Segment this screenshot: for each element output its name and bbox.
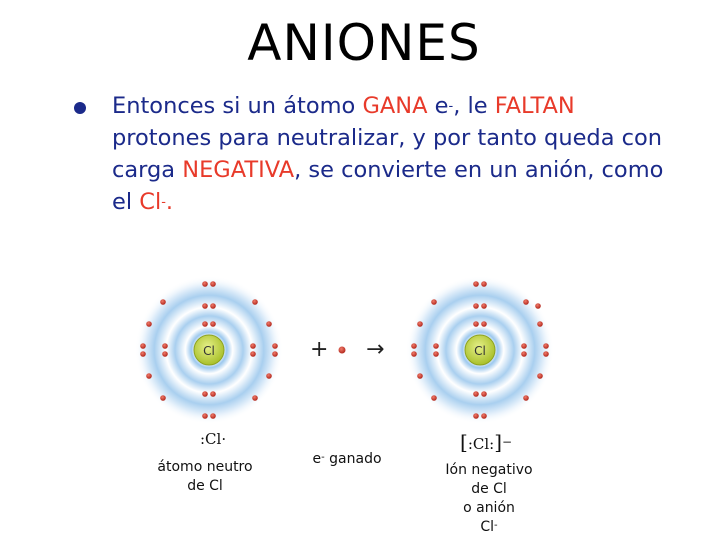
electron bbox=[543, 351, 549, 357]
electron bbox=[160, 299, 166, 305]
electron bbox=[473, 303, 479, 309]
neutral-atom-caption: átomo neutro de Cl bbox=[157, 459, 253, 494]
text-segment: , se convierte en un anión, como el bbox=[112, 157, 664, 215]
electron bbox=[140, 351, 146, 357]
electron bbox=[481, 303, 487, 309]
electron bbox=[521, 343, 527, 349]
electron bbox=[481, 321, 487, 327]
electron bbox=[537, 373, 543, 379]
electron bbox=[252, 299, 258, 305]
electron bbox=[431, 395, 437, 401]
highlight-faltan: FALTAN bbox=[494, 93, 575, 119]
electron bbox=[252, 395, 258, 401]
electron bbox=[202, 413, 208, 419]
text-segment: e bbox=[427, 93, 449, 119]
electron bbox=[210, 391, 216, 397]
bullet-text: Entonces si un átomo GANA e-, le FALTAN … bbox=[112, 90, 672, 218]
electron bbox=[411, 351, 417, 357]
bullet-point bbox=[74, 102, 86, 114]
electron bbox=[523, 299, 529, 305]
charge-sign: − bbox=[502, 435, 513, 449]
electron bbox=[162, 351, 168, 357]
text-segment: , le bbox=[453, 93, 495, 119]
gained-electron-caption: e- ganado bbox=[312, 451, 382, 467]
nucleus bbox=[193, 334, 225, 366]
reaction-arrow: → bbox=[366, 337, 384, 362]
chloride-ion: Cl bbox=[406, 276, 554, 424]
electron bbox=[431, 299, 437, 305]
electron bbox=[535, 303, 541, 309]
lewis-symbol: :Cl: bbox=[467, 435, 495, 453]
right-lewis-structure: [:Cl:]− bbox=[460, 430, 513, 454]
text-period: . bbox=[165, 189, 174, 215]
electron bbox=[210, 413, 216, 419]
nucleus-symbol: Cl bbox=[203, 344, 215, 358]
electron bbox=[523, 395, 529, 401]
electron bbox=[202, 303, 208, 309]
electron bbox=[202, 391, 208, 397]
electron bbox=[266, 321, 272, 327]
electron bbox=[266, 373, 272, 379]
electron bbox=[202, 281, 208, 287]
text-segment: protones para neutralizar, y por tanto q… bbox=[112, 125, 663, 183]
electron bbox=[210, 303, 216, 309]
electron bbox=[250, 343, 256, 349]
atom-illustration: Cl Cl + → bbox=[135, 276, 554, 424]
text-segment: Entonces si un átomo bbox=[112, 93, 363, 119]
electron bbox=[202, 321, 208, 327]
gained-electron bbox=[338, 346, 346, 354]
electron bbox=[543, 343, 549, 349]
ion-diagram: Cl Cl + → :Cl· [:Cl:]− bbox=[122, 264, 600, 464]
electron bbox=[417, 373, 423, 379]
electron bbox=[481, 281, 487, 287]
electron bbox=[272, 343, 278, 349]
anion-caption: Ión negativo de Cl o anión Cl- bbox=[445, 462, 533, 535]
electron bbox=[210, 281, 216, 287]
electron bbox=[417, 321, 423, 327]
nucleus-symbol: Cl bbox=[474, 344, 486, 358]
plus-sign: + bbox=[310, 337, 328, 362]
slide-title: ANIONES bbox=[247, 14, 481, 72]
electron bbox=[537, 321, 543, 327]
electron bbox=[473, 281, 479, 287]
electron bbox=[160, 395, 166, 401]
left-lewis-structure: :Cl· bbox=[200, 430, 227, 448]
nucleus bbox=[464, 334, 496, 366]
electron bbox=[473, 321, 479, 327]
electron bbox=[146, 373, 152, 379]
electron bbox=[473, 391, 479, 397]
electron bbox=[140, 343, 146, 349]
electron bbox=[473, 413, 479, 419]
superscript-minus: - bbox=[448, 99, 454, 114]
electron bbox=[250, 351, 256, 357]
electron bbox=[272, 351, 278, 357]
highlight-negativa: NEGATIVA bbox=[182, 157, 295, 183]
electron bbox=[146, 321, 152, 327]
electron bbox=[162, 343, 168, 349]
neutral-chlorine-atom: Cl bbox=[135, 276, 283, 424]
electron bbox=[411, 343, 417, 349]
electron bbox=[210, 321, 216, 327]
electron bbox=[521, 351, 527, 357]
electron bbox=[433, 343, 439, 349]
electron bbox=[433, 351, 439, 357]
highlight-cl: Cl- bbox=[139, 189, 166, 215]
electron bbox=[481, 413, 487, 419]
highlight-gana: GANA bbox=[362, 93, 428, 119]
electron bbox=[481, 391, 487, 397]
